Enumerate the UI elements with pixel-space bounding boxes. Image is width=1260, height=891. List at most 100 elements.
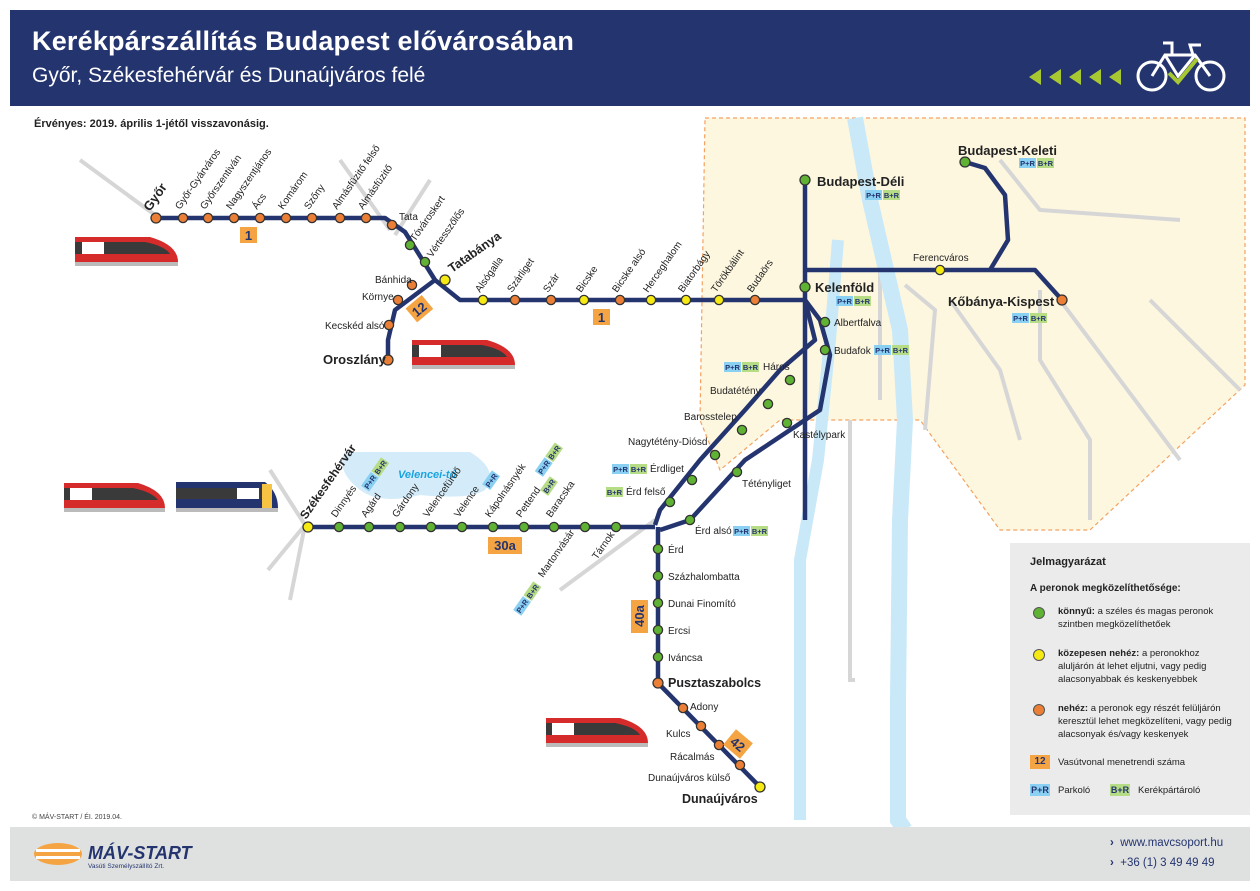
- station-kelenfold: [799, 281, 811, 293]
- station-pusztaszabolcs: [652, 677, 664, 689]
- validity-note: Érvényes: 2019. április 1-jétől visszavo…: [34, 118, 269, 130]
- svg-text:Albertfalva: Albertfalva: [834, 318, 882, 329]
- svg-text:Martonvásár: Martonvásár: [536, 527, 577, 579]
- svg-text:Érd alsó: Érd alsó: [695, 524, 732, 537]
- train-icon: [75, 237, 178, 266]
- legend-medium-dot: [1033, 649, 1045, 661]
- svg-text:Tétényliget: Tétényliget: [742, 479, 791, 490]
- svg-text:Győr: Győr: [140, 180, 170, 213]
- svg-text:B+R: B+R: [541, 477, 557, 495]
- svg-text:P+R: P+R: [613, 465, 628, 474]
- svg-text:P+R: P+R: [725, 363, 740, 372]
- logo-text: MÁV-START: [88, 843, 192, 863]
- svg-text:Alsógalla: Alsógalla: [473, 255, 506, 295]
- svg-text:Bánhida: Bánhida: [375, 275, 412, 286]
- svg-text:Székesfehérvár: Székesfehérvár: [297, 441, 359, 521]
- svg-text:Barosstelep: Barosstelep: [684, 412, 737, 423]
- svg-text:30a: 30a: [494, 538, 516, 553]
- legend-hard-dot: [1033, 704, 1045, 716]
- svg-text:Érd: Érd: [668, 543, 684, 556]
- legend-easy-desc: a széles és magas peronok szintben megkö…: [1058, 606, 1214, 630]
- svg-text:Kastélypark: Kastélypark: [793, 430, 846, 441]
- svg-text:B+R: B+R: [855, 297, 871, 306]
- svg-text:B+R: B+R: [525, 582, 541, 600]
- train-icon: [176, 482, 278, 512]
- legend-subtitle: A peronok megközelíthetősége:: [1030, 583, 1181, 594]
- danube-river: [847, 116, 914, 835]
- svg-text:Kulcs: Kulcs: [666, 729, 690, 740]
- bicycle-icon: [1029, 41, 1226, 92]
- page-title: Kerékpárszállítás Budapest elővárosában: [32, 26, 575, 56]
- svg-text:Nagytétény-Diósd: Nagytétény-Diósd: [628, 437, 707, 448]
- svg-text:Budapest-Keleti: Budapest-Keleti: [958, 143, 1057, 158]
- station-tatabanya: [439, 274, 451, 286]
- svg-text:P+R: P+R: [875, 346, 890, 355]
- legend-pr-badge: P+R: [1030, 784, 1050, 796]
- logo-subtext: Vasúti Személyszállító Zrt.: [88, 863, 165, 870]
- header-banner: Kerékpárszállítás Budapest elővárosában …: [10, 10, 1250, 106]
- legend-easy-dot: [1033, 607, 1045, 619]
- svg-text:Tata: Tata: [399, 212, 418, 223]
- station-deli: [799, 174, 811, 186]
- svg-text:Kelenföld: Kelenföld: [815, 280, 874, 295]
- svg-text:P+R: P+R: [515, 597, 531, 615]
- svg-text:Iváncsa: Iváncsa: [668, 653, 703, 664]
- svg-text:40a: 40a: [632, 604, 647, 626]
- svg-text:Agárd: Agárd: [359, 492, 383, 520]
- svg-text:P+R: P+R: [837, 297, 852, 306]
- legend-panel: Jelmagyarázat A peronok megközelíthetősé…: [1010, 543, 1250, 815]
- svg-text:B+R: B+R: [743, 363, 759, 372]
- legend-hard-label: nehéz:: [1058, 703, 1089, 714]
- svg-text:B+R: B+R: [607, 488, 623, 497]
- legend-easy-label: könnyű:: [1058, 606, 1095, 617]
- svg-text:B+R: B+R: [1031, 314, 1047, 323]
- svg-text:Budapest-Déli: Budapest-Déli: [817, 174, 904, 189]
- train-icon: [546, 718, 648, 747]
- svg-text:Budafok: Budafok: [834, 346, 872, 357]
- legend-line-number-sample: 12: [1030, 755, 1050, 769]
- svg-text:B+R: B+R: [546, 443, 562, 461]
- legend-medium-label: közepesen nehéz:: [1058, 648, 1140, 659]
- footer: MÁV-START Vasúti Személyszállító Zrt. › …: [10, 827, 1250, 881]
- svg-text:Százhalombatta: Százhalombatta: [668, 572, 740, 583]
- svg-text:Dunaújváros: Dunaújváros: [682, 792, 758, 806]
- svg-text:Bicske: Bicske: [574, 264, 600, 295]
- svg-text:B+R: B+R: [752, 527, 768, 536]
- svg-text:Szőny: Szőny: [302, 183, 327, 212]
- svg-text:Háros: Háros: [763, 362, 790, 373]
- svg-text:Adony: Adony: [690, 702, 718, 713]
- train-icon: [412, 340, 515, 369]
- station-markers: [150, 156, 1068, 793]
- svg-text:Ercsi: Ercsi: [668, 626, 690, 637]
- svg-text:Ferencváros: Ferencváros: [913, 253, 969, 264]
- svg-text:Dunaújváros külső: Dunaújváros külső: [648, 773, 731, 784]
- svg-text:P+R: P+R: [734, 527, 749, 536]
- svg-text:P+R: P+R: [1020, 159, 1035, 168]
- svg-text:Budatétény: Budatétény: [710, 386, 761, 397]
- svg-text:Pusztaszabolcs: Pusztaszabolcs: [668, 676, 761, 690]
- svg-text:1: 1: [598, 310, 605, 325]
- page-subtitle: Győr, Székesfehérvár és Dunaújváros felé: [32, 64, 426, 87]
- svg-text:Kőbánya-Kispest: Kőbánya-Kispest: [948, 294, 1055, 309]
- svg-text:Oroszlány: Oroszlány: [323, 352, 387, 367]
- station-keleti: [959, 156, 971, 168]
- svg-text:Szárliget: Szárliget: [505, 256, 536, 294]
- website-link[interactable]: › www.mavcsoport.hu: [1110, 837, 1224, 849]
- copyright: © MÁV-START / ÉI. 2019.04.: [32, 814, 122, 821]
- station-gyor: [150, 212, 162, 224]
- svg-text:Dunai Finomító: Dunai Finomító: [668, 599, 736, 610]
- mav-start-logo: [34, 843, 82, 865]
- legend-pr-desc: Parkoló: [1058, 785, 1091, 796]
- station-szekesfehervar: [302, 521, 314, 533]
- svg-text:Dinnyés: Dinnyés: [329, 484, 359, 520]
- lake-label: Velencei-tó: [398, 469, 457, 481]
- train-icon: [64, 483, 165, 512]
- legend-medium-desc: a peronokhoz aluljárón át lehet eljutni,…: [1058, 648, 1207, 685]
- line-number-badges: 1 12 1 30a 40a 42: [240, 227, 753, 759]
- legend-line-number-desc: Vasútvonal menetrendi száma: [1058, 757, 1186, 768]
- legend-hard-desc: a peronok egy részét felüljárón keresztü…: [1058, 703, 1232, 740]
- svg-text:B+R: B+R: [1038, 159, 1054, 168]
- svg-text:B+R: B+R: [884, 191, 900, 200]
- svg-text:1: 1: [245, 228, 252, 243]
